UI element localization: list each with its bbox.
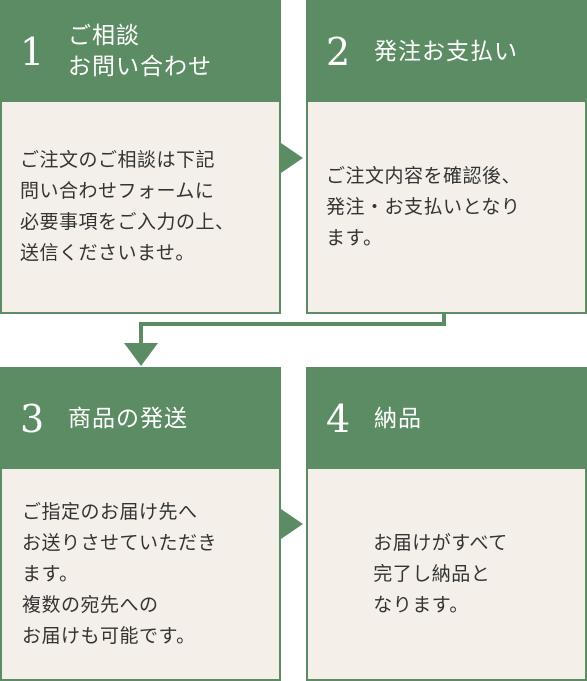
step-2-number: 2: [326, 30, 351, 74]
step-2-header: 2 発注お支払い: [308, 2, 585, 102]
arrow-1-to-2: [281, 143, 303, 173]
step-4-card: 4 納品 お届けがすべて 完了し納品と なります。: [306, 367, 587, 681]
step-3-body: ご指定のお届け先へ お送りさせていただき ます。 複数の宛先への お届けも可能で…: [2, 469, 279, 679]
step-1-body: ご注文のご相談は下記 問い合わせフォームに 必要事項をご入力の上、 送信ください…: [2, 102, 279, 312]
step-3-description: ご指定のお届け先へ お送りさせていただき ます。 複数の宛先への お届けも可能で…: [22, 500, 218, 647]
step-4-body: お届けがすべて 完了し納品と なります。: [308, 469, 585, 679]
step-3-number: 3: [20, 397, 45, 441]
step-1-number: 1: [20, 30, 45, 74]
step-1-header: 1 ご相談 お問い合わせ: [2, 2, 279, 102]
step-1-card: 1 ご相談 お問い合わせ ご注文のご相談は下記 問い合わせフォームに 必要事項を…: [0, 0, 281, 314]
step-4-header: 4 納品: [308, 369, 585, 469]
arrow-3-to-4: [281, 509, 303, 539]
connector-2-to-3: [139, 314, 446, 344]
step-1-description: ご注文のご相談は下記 問い合わせフォームに 必要事項をご入力の上、 送信ください…: [20, 149, 235, 264]
step-2-description: ご注文内容を確認後、 発注・お支払いとなり ます。: [326, 164, 522, 249]
step-3-title: 商品の発送: [68, 405, 188, 432]
step-2-card: 2 発注お支払い ご注文内容を確認後、 発注・お支払いとなり ます。: [306, 0, 587, 314]
arrow-2-to-3: [124, 343, 158, 366]
step-3-card: 3 商品の発送 ご指定のお届け先へ お送りさせていただき ます。 複数の宛先への…: [0, 367, 281, 681]
step-2-title: 発注お支払い: [374, 38, 518, 65]
step-2-body: ご注文内容を確認後、 発注・お支払いとなり ます。: [308, 102, 585, 312]
step-4-title: 納品: [374, 405, 422, 432]
step-4-number: 4: [326, 397, 351, 441]
step-4-description: お届けがすべて 完了し納品と なります。: [373, 531, 508, 616]
step-1-title: ご相談 お問い合わせ: [68, 23, 212, 80]
step-3-header: 3 商品の発送: [2, 369, 279, 469]
